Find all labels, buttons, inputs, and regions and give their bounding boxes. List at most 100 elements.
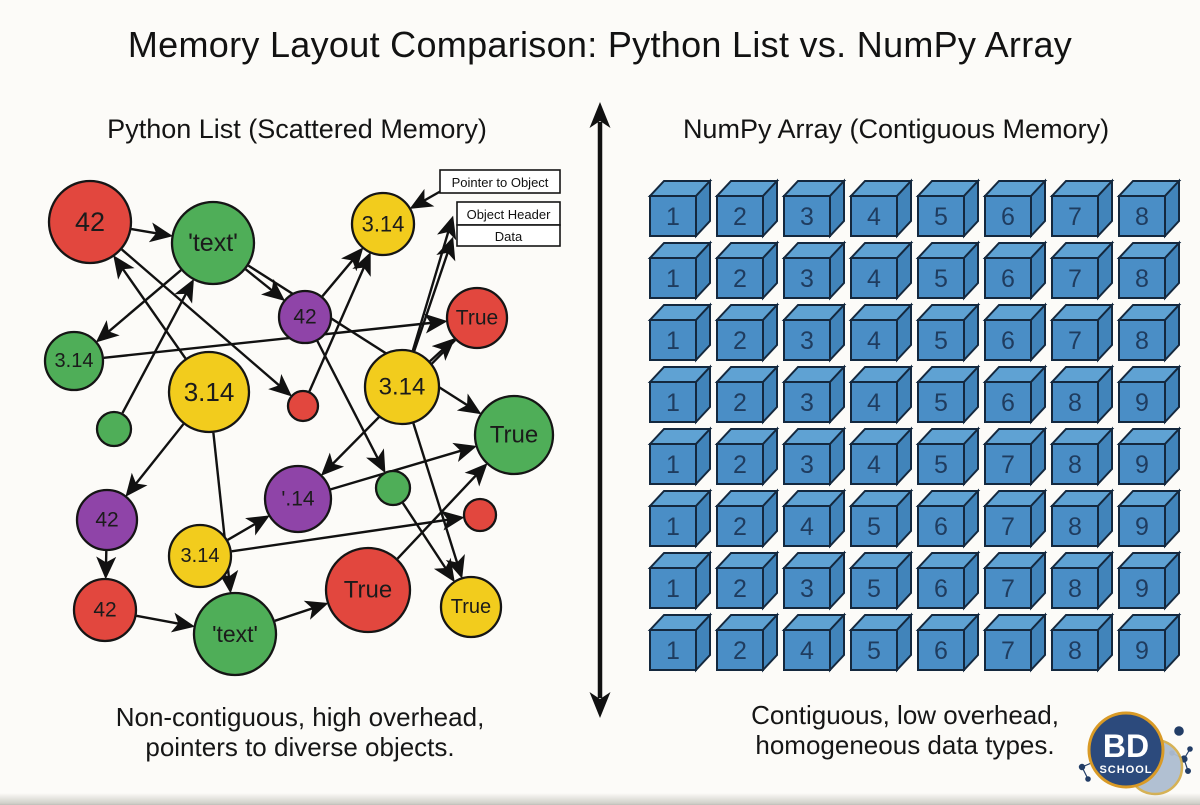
array-cell-value: 3 — [800, 327, 814, 355]
memory-object-label: 3.14 — [55, 350, 94, 372]
array-cell-value: 3 — [800, 203, 814, 231]
pointer-arrow — [429, 338, 456, 363]
array-cell-value: 7 — [1001, 513, 1015, 541]
array-cell-value: 1 — [666, 327, 680, 355]
array-cube: 3 — [781, 426, 847, 487]
array-cell-value: 8 — [1135, 203, 1149, 231]
memory-object-node: '.14 — [263, 464, 333, 534]
memory-object-label: 3.14 — [362, 212, 405, 237]
vertical-double-arrow-icon — [589, 102, 611, 718]
array-cube: 7 — [982, 426, 1048, 487]
array-cell-value: 5 — [934, 327, 948, 355]
array-cube: 5 — [848, 612, 914, 673]
array-cube: 8 — [1049, 488, 1115, 549]
array-cube: 5 — [848, 488, 914, 549]
memory-object-node: 'text' — [192, 591, 278, 677]
array-cube: 7 — [1049, 240, 1115, 301]
memory-object-node: True — [324, 546, 412, 634]
array-cube: 4 — [848, 178, 914, 239]
legend-label: Object Header — [467, 207, 551, 222]
array-cell-value: 7 — [1068, 203, 1082, 231]
array-cell-value: 1 — [666, 451, 680, 479]
array-cell-value: 2 — [733, 513, 747, 541]
array-cell-value: 6 — [1001, 265, 1015, 293]
legend-box: Object Header — [456, 201, 561, 226]
memory-object-label: 42 — [293, 306, 316, 329]
memory-object-label: True — [456, 307, 498, 330]
array-cube: 1 — [647, 302, 713, 363]
caption-line: Non-contiguous, high overhead, — [115, 702, 485, 732]
array-cube: 8 — [1049, 550, 1115, 611]
array-cube: 1 — [647, 550, 713, 611]
array-cube: 8 — [1049, 426, 1115, 487]
memory-object-node: 3.14 — [350, 191, 416, 257]
array-cube: 2 — [714, 302, 780, 363]
memory-object-node: 3.14 — [167, 350, 251, 434]
bd-school-logo: BD SCHOOL — [1078, 711, 1193, 796]
array-cell-value: 8 — [1135, 265, 1149, 293]
array-cube: 8 — [1116, 240, 1182, 301]
array-cube: 8 — [1116, 178, 1182, 239]
memory-object-node: True — [473, 394, 555, 476]
caption-line: homogeneous data types. — [755, 730, 1055, 760]
pointer-arrow — [103, 313, 448, 360]
pointer-arrow — [113, 255, 187, 360]
array-cell-value: 9 — [1135, 389, 1149, 417]
pointer-arrow — [412, 422, 465, 579]
array-cell-value: 8 — [1068, 389, 1082, 417]
array-cell-value: 1 — [666, 265, 680, 293]
array-cell-value: 1 — [666, 203, 680, 231]
array-cell-value: 2 — [733, 265, 747, 293]
array-cube: 1 — [647, 426, 713, 487]
array-cube: 6 — [982, 364, 1048, 425]
array-cube: 1 — [647, 178, 713, 239]
array-cell-value: 5 — [934, 203, 948, 231]
array-cube: 6 — [915, 550, 981, 611]
array-cube: 7 — [982, 612, 1048, 673]
array-cube: 7 — [982, 488, 1048, 549]
array-cell-value: 4 — [800, 513, 814, 541]
array-cube: 1 — [647, 612, 713, 673]
array-cube: 9 — [1116, 550, 1182, 611]
legend-box: Data — [456, 224, 561, 247]
array-cell-value: 8 — [1068, 513, 1082, 541]
pointer-arrow — [316, 340, 386, 474]
pointer-arrow — [330, 442, 478, 491]
memory-object-node: 42 — [72, 577, 138, 643]
memory-object-node: 42 — [75, 488, 139, 552]
array-cube: 7 — [982, 550, 1048, 611]
memory-object-label: 3.14 — [379, 374, 426, 401]
memory-object-node: True — [439, 575, 503, 639]
caption-line: pointers to diverse objects. — [145, 732, 455, 762]
array-cell-value: 7 — [1001, 637, 1015, 665]
memory-object-node: 3.14 — [43, 330, 105, 392]
page-bottom-edge — [0, 793, 1200, 805]
memory-object-label: True — [344, 577, 392, 604]
array-cube: 2 — [714, 550, 780, 611]
array-cell-value: 7 — [1068, 327, 1082, 355]
array-cell-value: 2 — [733, 575, 747, 603]
array-cube: 6 — [982, 178, 1048, 239]
array-cell-value: 3 — [800, 575, 814, 603]
array-cube: 5 — [915, 240, 981, 301]
logo-bd-text: BD — [1103, 728, 1149, 764]
pointer-arrow — [136, 612, 196, 633]
pointer-arrow — [411, 215, 457, 351]
memory-object-label: True — [490, 422, 538, 449]
memory-object-node: 42 — [277, 289, 333, 345]
array-cell-value: 9 — [1135, 451, 1149, 479]
pointer-arrow — [247, 264, 482, 415]
array-cell-value: 4 — [867, 451, 881, 479]
array-cell-value: 4 — [867, 203, 881, 231]
array-cell-value: 5 — [867, 513, 881, 541]
array-cell-value: 6 — [934, 513, 948, 541]
array-cell-value: 1 — [666, 637, 680, 665]
array-cube: 7 — [1049, 178, 1115, 239]
pointer-arrow — [274, 600, 329, 622]
array-cube: 2 — [714, 488, 780, 549]
array-cell-value: 6 — [1001, 203, 1015, 231]
memory-object-node: 42 — [47, 179, 133, 265]
array-cell-value: 1 — [666, 389, 680, 417]
